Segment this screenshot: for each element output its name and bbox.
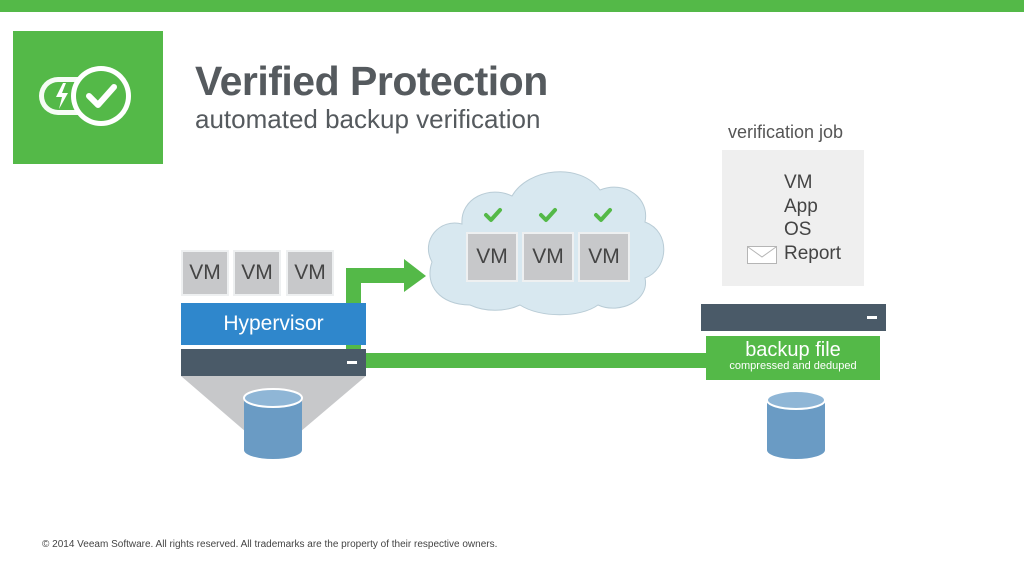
job-item-vm: VM — [784, 172, 813, 193]
repository-server — [701, 304, 886, 331]
verification-job-panel: VM App OS Report — [722, 150, 864, 286]
verification-job-label: verification job — [728, 122, 844, 142]
job-item-report: Report — [784, 243, 842, 264]
sandbox-arrow-shaft — [346, 268, 406, 283]
repository-disk-icon — [766, 390, 826, 459]
source-vm: VM — [233, 250, 281, 296]
source-disk-icon — [243, 388, 303, 459]
copyright-footer: © 2014 Veeam Software. All rights reserv… — [42, 539, 498, 550]
source-server — [181, 349, 366, 376]
backup-file-block: backup file compressed and deduped — [706, 336, 880, 380]
job-item-os: OS — [784, 219, 812, 240]
top-accent-bar — [0, 0, 1024, 12]
sandbox-vm: VM — [578, 232, 630, 282]
check-icon — [539, 208, 557, 222]
envelope-icon — [747, 246, 777, 264]
page-title: Verified Protection — [195, 58, 548, 104]
check-icon — [594, 208, 612, 222]
check-icon — [484, 208, 502, 222]
logo-tile — [13, 31, 163, 164]
hypervisor-block: Hypervisor — [181, 303, 366, 345]
backup-file-subtitle: compressed and deduped — [729, 360, 857, 372]
backup-file-title: backup file — [745, 339, 841, 361]
sandbox-vm: VM — [522, 232, 574, 282]
job-item-app: App — [784, 196, 818, 217]
backup-connector — [346, 353, 708, 368]
server-indicator — [347, 361, 357, 364]
source-vm: VM — [181, 250, 229, 296]
server-indicator — [867, 316, 877, 319]
source-vm: VM — [286, 250, 334, 296]
sandbox-vm: VM — [466, 232, 518, 282]
sandbox-arrow-head — [404, 259, 426, 292]
lightning-check-icon — [39, 66, 131, 126]
page-subtitle: automated backup verification — [195, 104, 541, 134]
